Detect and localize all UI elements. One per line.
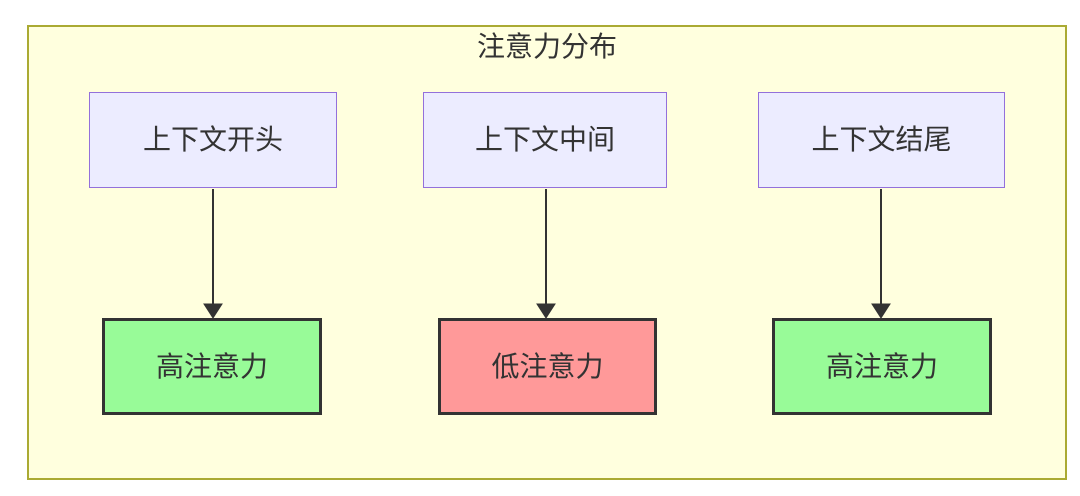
diagram-title: 注意力分布 — [476, 31, 617, 62]
node-label: 上下文中间 — [474, 124, 615, 156]
node-label: 高注意力 — [825, 350, 938, 382]
node-low-attention: 低注意力 — [438, 318, 657, 415]
node-label: 低注意力 — [491, 350, 604, 382]
node-label: 高注意力 — [155, 350, 268, 382]
node-high-attention-2: 高注意力 — [772, 318, 992, 415]
node-context-start: 上下文开头 — [89, 92, 337, 188]
node-context-end: 上下文结尾 — [758, 92, 1005, 188]
node-high-attention-1: 高注意力 — [102, 318, 322, 415]
node-label: 上下文结尾 — [811, 124, 952, 156]
node-label: 上下文开头 — [142, 124, 283, 156]
node-context-middle: 上下文中间 — [423, 92, 667, 188]
